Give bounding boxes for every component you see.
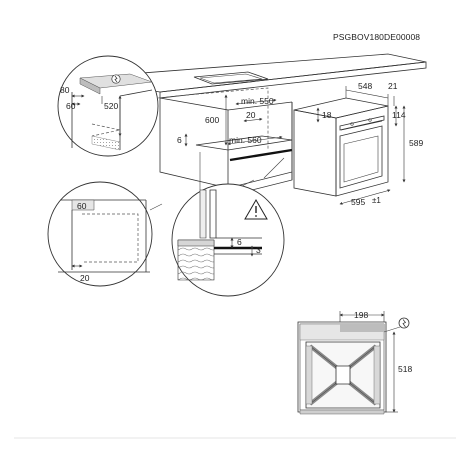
dim-80-label: 80 [60,85,70,95]
dim-60-top-label: 60 [66,101,76,111]
dim-114-label: 114 [392,110,406,120]
dim-548-label: 548 [358,81,372,91]
dim-60-circle-label: 60 [77,201,87,211]
socket-icon [398,317,410,329]
front-view-oven: 198 518 [297,310,412,415]
dim-3-detail-label: 3 [256,245,261,255]
detail-circle-top: 80 60 520 [57,55,159,157]
dim-6-left-label: 6 [177,135,182,145]
dim-595-label: 595 [351,197,365,207]
dim-518-label: 518 [398,364,412,374]
dim-20-top-label: 20 [246,110,256,120]
dim-589-label: 589 [409,138,423,148]
dim-600-label: 600 [205,115,219,125]
dim-min560-label: min. 560 [229,135,262,145]
dim-198-label: 198 [354,310,368,320]
warning-triangle-icon [244,199,268,220]
oven-isometric: 548 21 18 114 589 595 ±1 [293,81,423,207]
socket-icon [111,74,121,84]
dim-595-tolerance: ±1 [372,196,381,205]
document-code: PSGBOV180DE00008 [333,32,420,42]
dim-20-circle-label: 20 [80,273,90,283]
detail-circle-left: 60 20 [47,181,153,287]
dim-min550-label: min. 550 [241,96,274,106]
dim-18-label: 18 [322,110,332,120]
detail-circle-mid: 6 3 [171,183,285,297]
dim-6-detail-label: 6 [237,237,242,247]
dim-520-label: 520 [104,101,118,111]
dim-21-label: 21 [388,81,398,91]
